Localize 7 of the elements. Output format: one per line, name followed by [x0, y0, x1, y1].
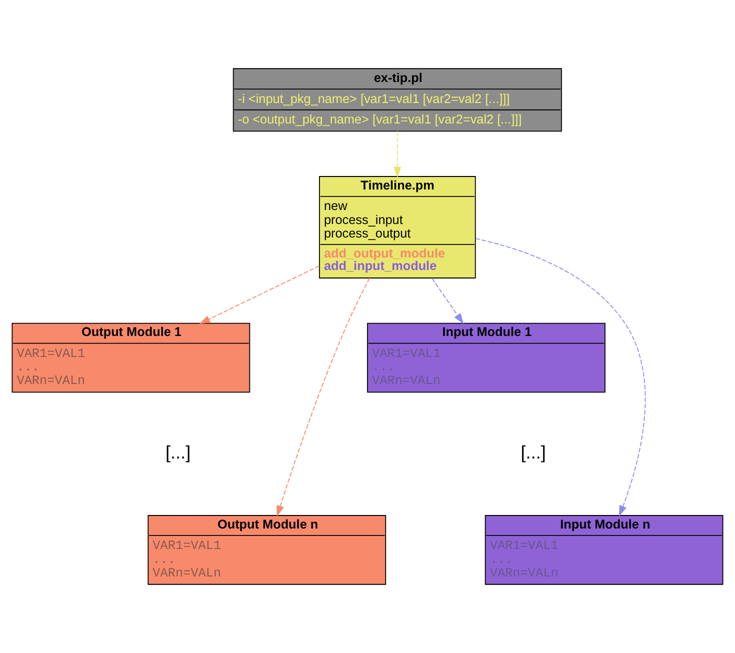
arrow	[394, 130, 402, 178]
label: [...]	[165, 442, 191, 462]
arrow	[199, 265, 320, 324]
arrow	[276, 278, 370, 516]
arrow	[432, 278, 464, 324]
label: [...]	[520, 442, 546, 462]
arrow	[475, 238, 646, 516]
